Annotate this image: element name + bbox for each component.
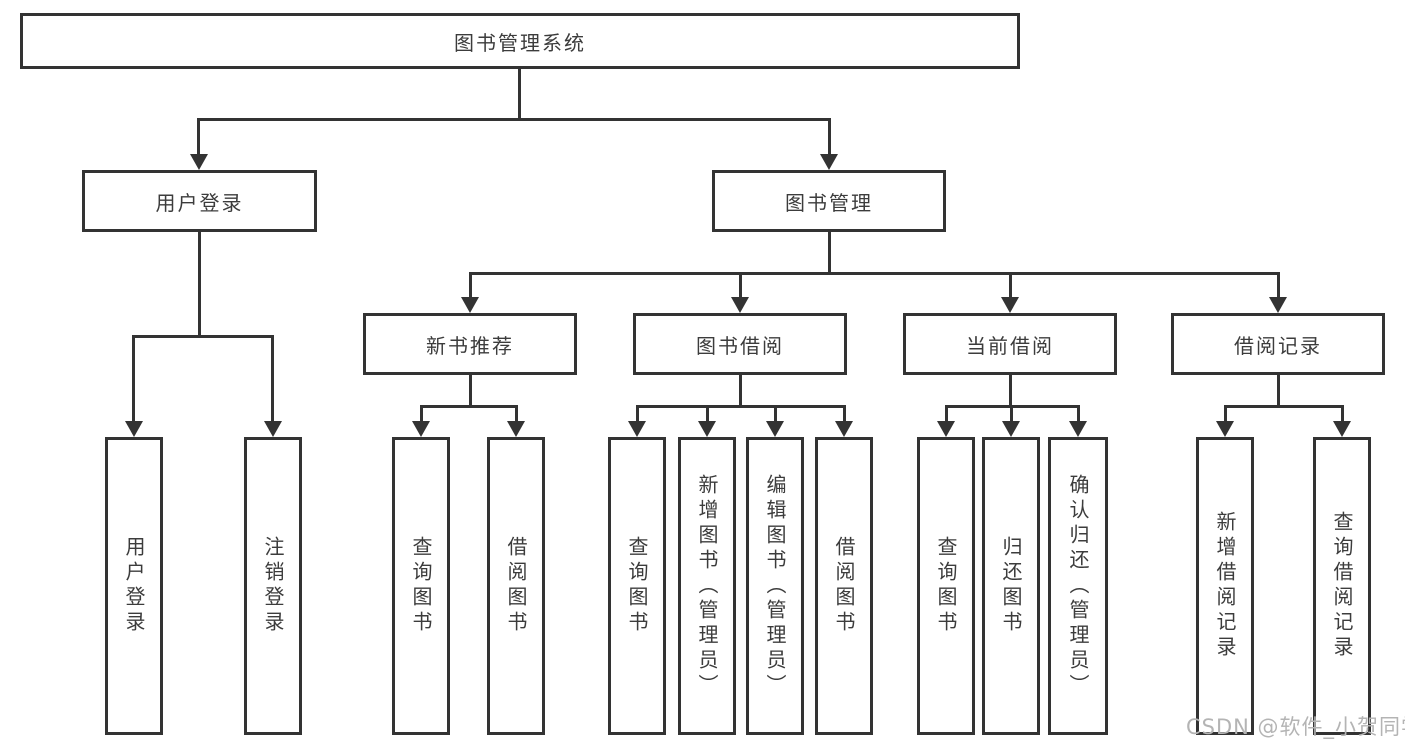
connector-borrow-stem xyxy=(739,375,742,405)
leaf-borrow-edit-books-admin: 编辑图书（管理员） xyxy=(746,437,804,735)
arrowhead-down-icon xyxy=(628,421,646,437)
leaf-recommend-query-books-label: 查询图书 xyxy=(409,536,433,636)
arrowhead-down-icon xyxy=(731,297,749,313)
node-user-login-label: 用户登录 xyxy=(155,190,244,215)
arrowhead-down-icon xyxy=(412,421,430,437)
leaf-logout-label: 注销登录 xyxy=(261,536,285,636)
connector-recommend-stem xyxy=(469,375,472,405)
arrowhead-down-icon xyxy=(1216,421,1234,437)
node-new-book-recommend: 新书推荐 xyxy=(363,313,577,375)
node-root-label: 图书管理系统 xyxy=(454,30,586,55)
connector-login-drop xyxy=(132,335,135,423)
leaf-user-login: 用户登录 xyxy=(105,437,163,735)
node-new-book-recommend-label: 新书推荐 xyxy=(426,333,514,358)
connector-mgmt-drop xyxy=(1277,272,1280,298)
arrowhead-down-icon xyxy=(1333,421,1351,437)
leaf-current-return-books: 归还图书 xyxy=(982,437,1040,735)
connector-root-right-drop xyxy=(828,118,831,156)
node-borrow-records: 借阅记录 xyxy=(1171,313,1385,375)
connector-current-drop xyxy=(1077,405,1080,423)
leaf-borrow-edit-books-admin-label: 编辑图书（管理员） xyxy=(763,473,787,699)
leaf-current-query-books-label: 查询图书 xyxy=(934,536,958,636)
leaf-borrow-borrow-books: 借阅图书 xyxy=(815,437,873,735)
node-root: 图书管理系统 xyxy=(20,13,1020,69)
arrowhead-down-icon xyxy=(264,421,282,437)
leaf-borrow-add-books-admin: 新增图书（管理员） xyxy=(678,437,736,735)
leaf-borrow-add-books-admin-label: 新增图书（管理员） xyxy=(695,473,719,699)
arrowhead-down-icon xyxy=(461,297,479,313)
arrowhead-down-icon xyxy=(1002,421,1020,437)
connector-recommend-drop xyxy=(420,405,423,423)
node-current-borrow: 当前借阅 xyxy=(903,313,1117,375)
connector-login-bus xyxy=(132,335,274,338)
arrowhead-down-icon xyxy=(125,421,143,437)
leaf-current-confirm-return-admin-label: 确认归还（管理员） xyxy=(1066,473,1090,699)
node-current-borrow-label: 当前借阅 xyxy=(966,333,1054,358)
arrowhead-down-icon xyxy=(1001,297,1019,313)
connector-root-left-drop xyxy=(197,118,200,156)
node-borrow-records-label: 借阅记录 xyxy=(1234,333,1322,358)
connector-login-drop xyxy=(271,335,274,423)
connector-recommend-drop xyxy=(515,405,518,423)
connector-borrow-drop xyxy=(636,405,639,423)
arrowhead-down-icon xyxy=(937,421,955,437)
connector-borrow-drop xyxy=(774,405,777,423)
csdn-watermark: CSDN @软件_小贺同学 xyxy=(1186,715,1405,739)
connector-current-drop xyxy=(1010,405,1013,423)
leaf-logout: 注销登录 xyxy=(244,437,302,735)
leaf-borrow-borrow-books-label: 借阅图书 xyxy=(832,536,856,636)
leaf-borrow-query-books-label: 查询图书 xyxy=(625,536,649,636)
leaf-records-query-record: 查询借阅记录 xyxy=(1313,437,1371,735)
arrowhead-down-icon xyxy=(835,421,853,437)
arrowhead-down-icon xyxy=(190,154,208,170)
leaf-records-add-record-label: 新增借阅记录 xyxy=(1213,511,1237,661)
arrowhead-down-icon xyxy=(766,421,784,437)
node-book-borrow: 图书借阅 xyxy=(633,313,847,375)
connector-mgmt-drop xyxy=(739,272,742,298)
connector-root-stem xyxy=(518,68,521,118)
leaf-user-login-label: 用户登录 xyxy=(122,536,146,636)
leaf-records-query-record-label: 查询借阅记录 xyxy=(1330,511,1354,661)
arrowhead-down-icon xyxy=(1069,421,1087,437)
connector-recommend-bus xyxy=(420,405,518,408)
connector-current-drop xyxy=(945,405,948,423)
connector-borrow-drop xyxy=(843,405,846,423)
connector-mgmt-drop xyxy=(469,272,472,298)
leaf-recommend-borrow-books: 借阅图书 xyxy=(487,437,545,735)
leaf-records-add-record: 新增借阅记录 xyxy=(1196,437,1254,735)
connector-current-stem xyxy=(1009,375,1012,405)
leaf-current-return-books-label: 归还图书 xyxy=(999,536,1023,636)
connector-borrow-bus xyxy=(636,405,845,408)
leaf-borrow-query-books: 查询图书 xyxy=(608,437,666,735)
node-book-borrow-label: 图书借阅 xyxy=(696,333,784,358)
arrowhead-down-icon xyxy=(698,421,716,437)
connector-mgmt-stem xyxy=(828,232,831,272)
arrowhead-down-icon xyxy=(820,154,838,170)
node-book-management: 图书管理 xyxy=(712,170,946,232)
connector-records-drop xyxy=(1224,405,1227,423)
connector-root-bus xyxy=(197,118,831,121)
connector-login-stem xyxy=(198,232,201,335)
connector-records-bus xyxy=(1224,405,1343,408)
leaf-current-confirm-return-admin: 确认归还（管理员） xyxy=(1048,437,1108,735)
arrowhead-down-icon xyxy=(1269,297,1287,313)
connector-records-stem xyxy=(1277,375,1280,405)
connector-mgmt-drop xyxy=(1009,272,1012,298)
node-book-management-label: 图书管理 xyxy=(785,190,873,215)
arrowhead-down-icon xyxy=(507,421,525,437)
leaf-current-query-books: 查询图书 xyxy=(917,437,975,735)
leaf-recommend-borrow-books-label: 借阅图书 xyxy=(504,536,528,636)
connector-mgmt-bus xyxy=(469,272,1279,275)
leaf-recommend-query-books: 查询图书 xyxy=(392,437,450,735)
connector-records-drop xyxy=(1341,405,1344,423)
node-user-login: 用户登录 xyxy=(82,170,317,232)
connector-borrow-drop xyxy=(706,405,709,423)
